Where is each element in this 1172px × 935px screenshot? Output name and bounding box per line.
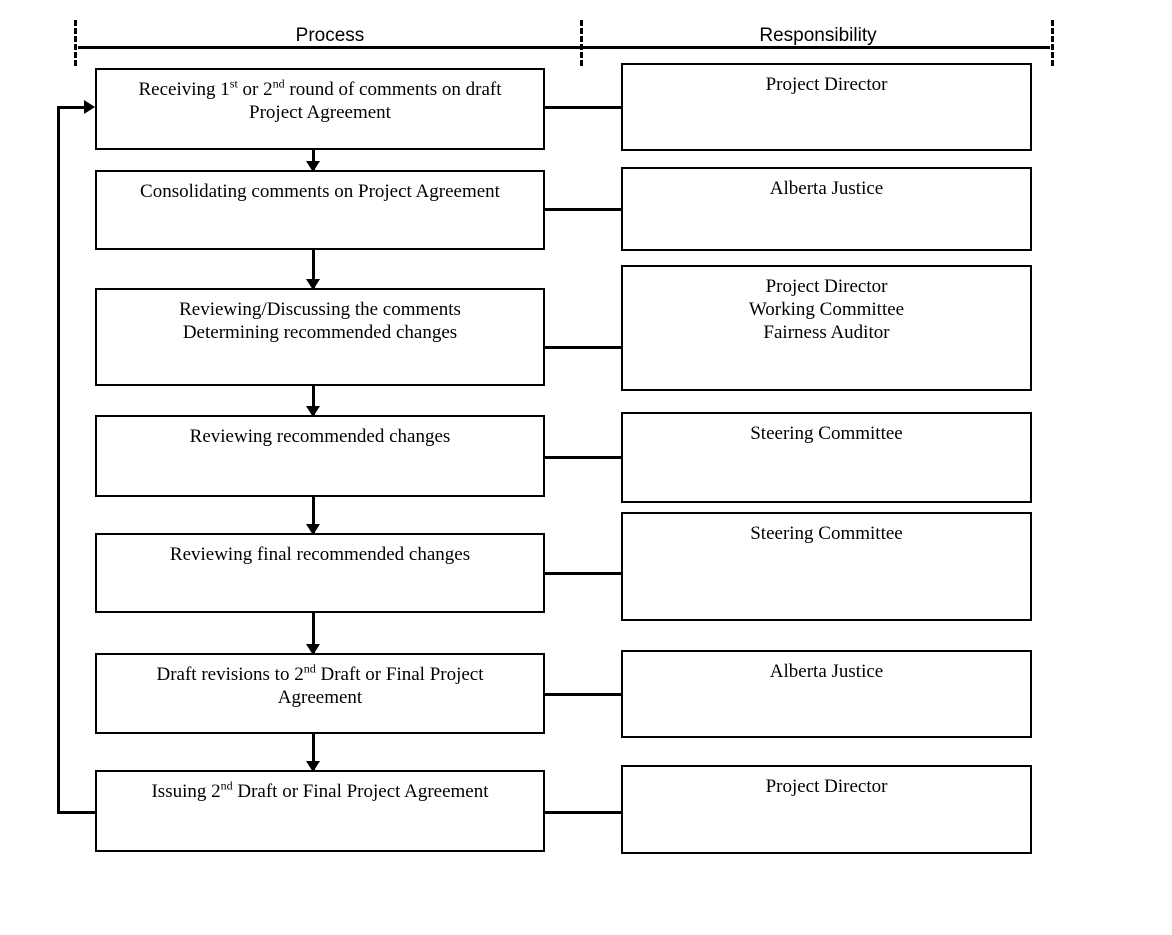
responsibility-box-6-line-1: Alberta Justice [769,661,884,682]
header-rule [78,46,1050,49]
process-box-1[interactable]: Receiving 1st or 2nd round of comments o… [95,68,545,150]
process-box-7-line-1: Issuing 2nd Draft or Final Project Agree… [151,778,489,802]
responsibility-box-1-line-1: Project Director [765,74,888,95]
responsibility-box-3-line-1: Project Director [765,276,888,297]
process-box-5[interactable]: Reviewing final recommended changes [95,533,545,613]
process-box-1-line-2: Project Agreement [249,102,391,123]
responsibility-box-1[interactable]: Project Director [621,63,1032,151]
process-box-5-line-1: Reviewing final recommended changes [169,544,471,565]
column-header-responsibility: Responsibility [759,25,877,46]
flow-connector-4-5 [312,497,315,533]
process-box-4-line-1: Reviewing recommended changes [189,426,451,447]
feedback-loop-left-segment [57,106,60,814]
flow-arrowhead-3-4 [306,406,320,417]
responsibility-box-2[interactable]: Alberta Justice [621,167,1032,251]
flow-arrowhead-5-6 [306,644,320,655]
process-box-6-line-1: Draft revisions to 2nd Draft or Final Pr… [156,661,484,685]
column-divider-left [74,20,77,66]
process-box-3-line-2: Determining recommended changes [182,322,458,343]
process-box-6-line-2: Agreement [277,687,363,708]
responsibility-box-6[interactable]: Alberta Justice [621,650,1032,738]
flow-arrowhead-2-3 [306,279,320,290]
process-box-3-line-1: Reviewing/Discussing the comments [179,299,461,320]
flow-connector-1-2 [312,150,315,170]
column-header-process: Process [295,25,365,46]
column-divider-middle [580,20,583,66]
link-row-1 [545,106,621,109]
flow-connector-2-3 [312,250,315,288]
process-box-6[interactable]: Draft revisions to 2nd Draft or Final Pr… [95,653,545,734]
process-box-4[interactable]: Reviewing recommended changes [95,415,545,497]
link-row-7 [545,811,621,814]
process-box-7[interactable]: Issuing 2nd Draft or Final Project Agree… [95,770,545,852]
feedback-loop-bottom-segment [57,811,97,814]
responsibility-box-7[interactable]: Project Director [621,765,1032,854]
flow-arrowhead-4-5 [306,524,320,535]
flow-connector-5-6 [312,613,315,653]
flow-connector-6-7 [312,734,315,770]
flow-arrowhead-1-2 [306,161,320,172]
responsibility-box-3[interactable]: Project Director Working Committee Fairn… [621,265,1032,391]
feedback-loop-top-segment [57,106,89,109]
link-row-3 [545,346,621,349]
responsibility-box-2-line-1: Alberta Justice [769,178,884,199]
responsibility-box-4[interactable]: Steering Committee [621,412,1032,503]
process-box-3[interactable]: Reviewing/Discussing the comments Determ… [95,288,545,386]
process-box-2-line-1: Consolidating comments on Project Agreem… [140,181,500,202]
responsibility-box-4-line-1: Steering Committee [750,423,903,444]
flow-connector-3-4 [312,386,315,415]
column-divider-right [1051,20,1054,66]
flow-arrowhead-6-7 [306,761,320,772]
link-row-6 [545,693,621,696]
responsibility-box-5[interactable]: Steering Committee [621,512,1032,621]
link-row-2 [545,208,621,211]
process-box-1-line-1: Receiving 1st or 2nd round of comments o… [138,76,502,100]
feedback-loop-arrowhead [84,100,95,114]
process-box-2[interactable]: Consolidating comments on Project Agreem… [95,170,545,250]
responsibility-box-7-line-1: Project Director [765,776,888,797]
link-row-5 [545,572,621,575]
responsibility-box-3-line-2: Working Committee [748,299,905,320]
link-row-4 [545,456,621,459]
responsibility-box-3-line-3: Fairness Auditor [763,322,890,343]
responsibility-box-5-line-1: Steering Committee [750,523,903,544]
